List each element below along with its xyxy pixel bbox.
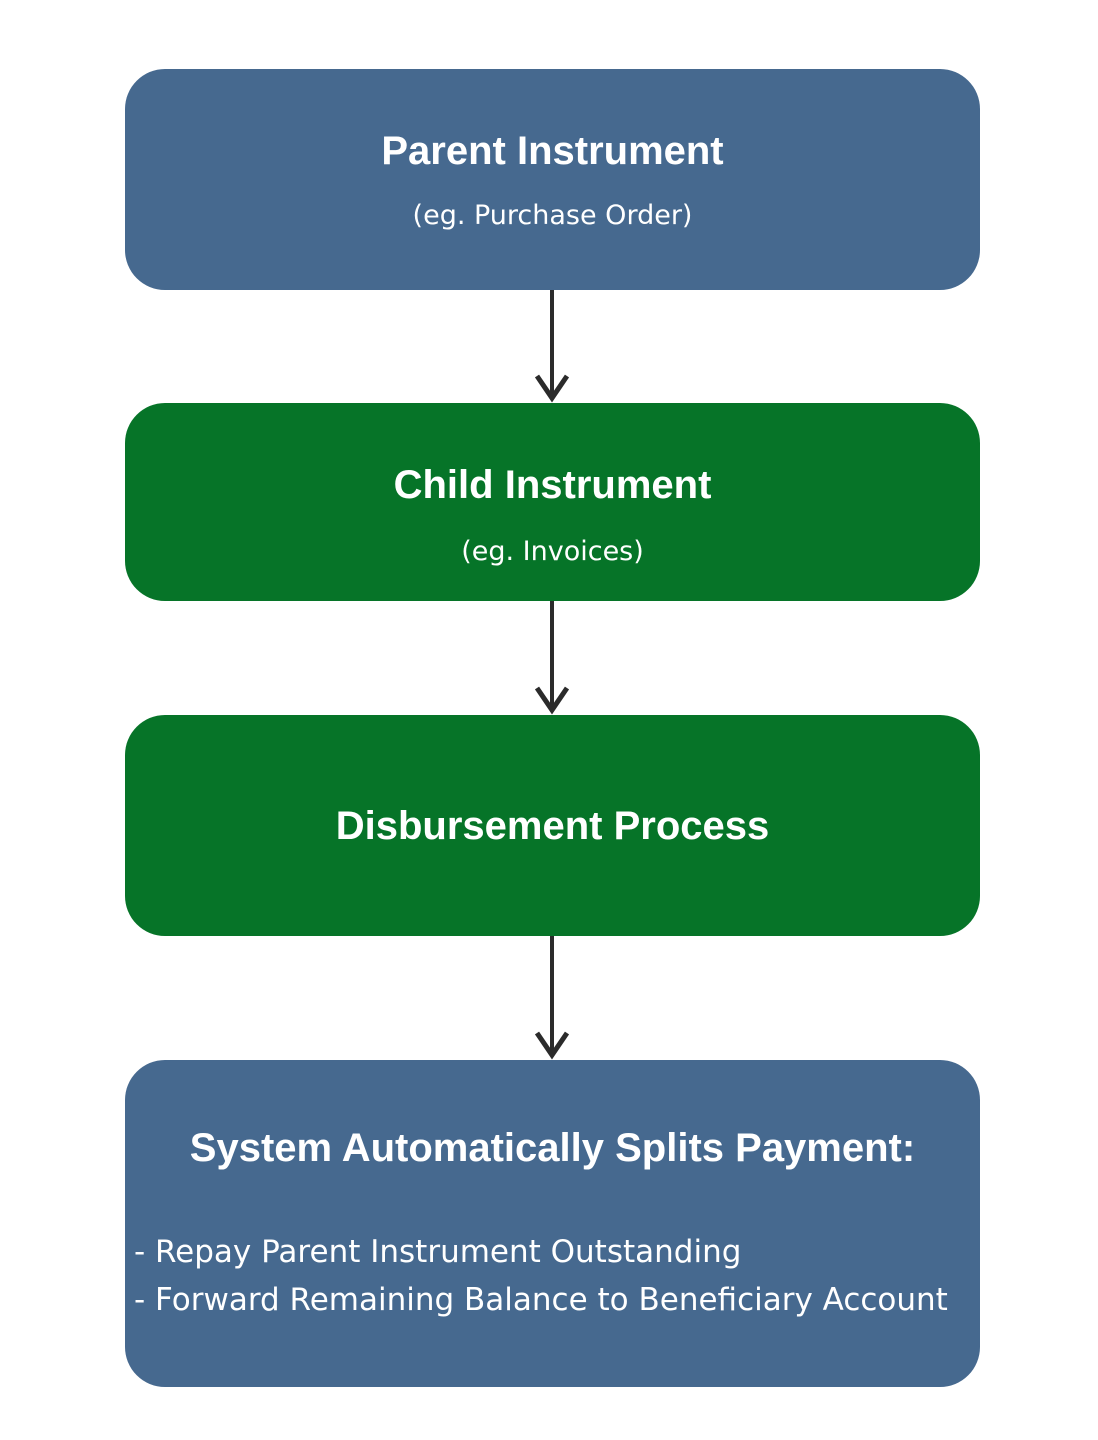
payment-split-line-forward: - Forward Remaining Balance to Beneficia… [134,1282,948,1318]
arrow-parent-to-child [534,290,570,403]
disbursement-process-title: Disbursement Process [335,804,770,848]
child-instrument-node: Child Instrument (eg. Invoices) [125,403,980,601]
arrow-disbursement-to-split [534,936,570,1060]
payment-split-title: System Automatically Splits Payment: [189,1126,916,1170]
parent-instrument-node: Parent Instrument (eg. Purchase Order) [125,69,980,290]
payment-split-node: System Automatically Splits Payment: - R… [125,1060,980,1387]
disbursement-process-node: Disbursement Process [125,715,980,936]
payment-split-line-repay: - Repay Parent Instrument Outstanding [134,1234,742,1270]
child-instrument-subtitle: (eg. Invoices) [461,536,644,567]
parent-instrument-title: Parent Instrument [381,129,724,173]
parent-instrument-subtitle: (eg. Purchase Order) [412,200,693,231]
arrow-child-to-disbursement [534,601,570,715]
child-instrument-title: Child Instrument [393,463,712,507]
